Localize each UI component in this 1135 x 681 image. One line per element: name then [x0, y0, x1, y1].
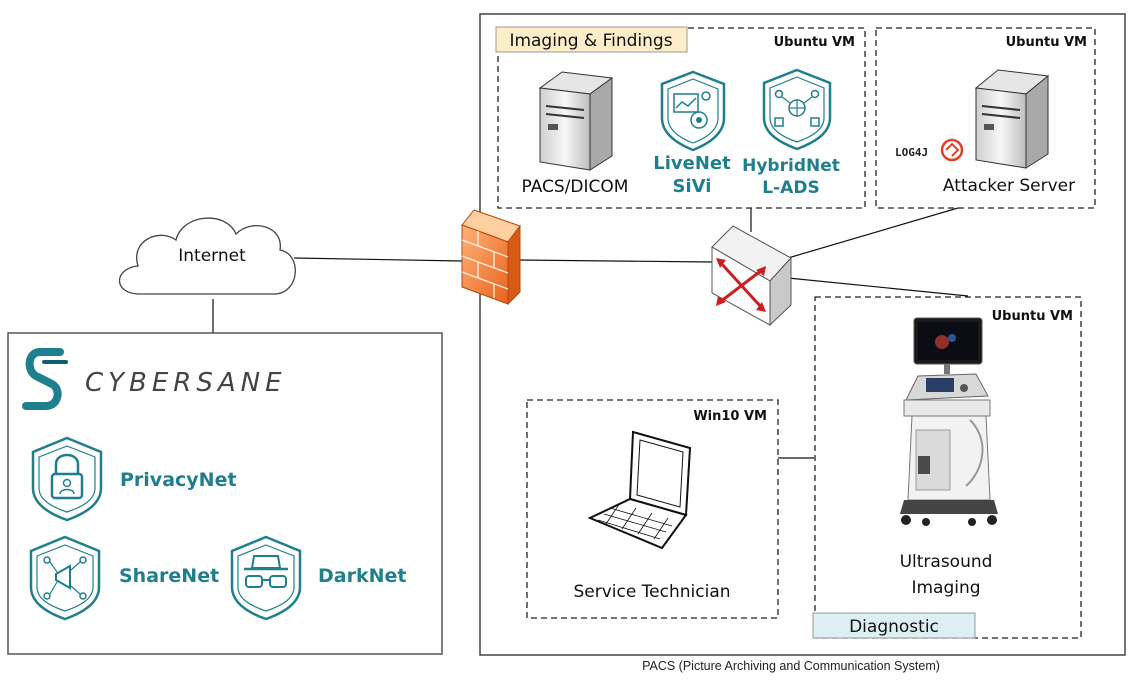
cybersane-logo-icon	[22, 348, 68, 410]
diagnostic-title-box	[812, 612, 976, 639]
log4j-logo-icon	[940, 138, 964, 162]
sharenet-label: ShareNet	[119, 565, 219, 587]
attacker-server-label: Attacker Server	[943, 176, 1075, 196]
lads-label: L-ADS	[762, 178, 819, 198]
diagnostic-title: Diagnostic	[849, 617, 939, 637]
cybersane-panel: CYBERSANE PrivacyNet ShareNet	[7, 332, 443, 655]
caption: PACS (Picture Archiving and Communicatio…	[642, 659, 940, 673]
attacker-server-icon	[974, 69, 1050, 169]
attacker-vm: Ubuntu VM LOG4J Attacker Server	[875, 27, 1096, 209]
pacs-server-icon	[538, 71, 614, 171]
lab-boundary	[479, 13, 1126, 656]
imaging-findings-title: Imaging & Findings	[509, 31, 672, 51]
pacs-label: PACS/DICOM	[522, 177, 629, 197]
attacker-vm-label: Ubuntu VM	[1006, 35, 1087, 50]
internet-label: Internet	[178, 246, 246, 266]
cybersane-logo-text: CYBERSANE	[85, 368, 287, 398]
privacynet-label: PrivacyNet	[120, 469, 237, 491]
network-switch-icon	[711, 225, 792, 327]
hybridnet-shield-icon	[762, 68, 832, 151]
firewall-icon	[461, 209, 521, 306]
imaging-label: Imaging	[911, 578, 980, 598]
log4j-logo-text: LOG4J	[895, 146, 928, 159]
technician-label: Service Technician	[573, 582, 730, 602]
imaging-vm-label: Ubuntu VM	[774, 35, 855, 50]
ultrasound-label: Ultrasound	[900, 552, 993, 572]
internet-cloud: Internet	[119, 217, 296, 295]
imaging-findings-title-box	[495, 26, 688, 53]
darknet-label: DarkNet	[318, 565, 406, 587]
sivi-label: SiVi	[673, 176, 712, 197]
hybridnet-label: HybridNet	[742, 156, 840, 176]
diagnostic-vm-label: Ubuntu VM	[992, 309, 1073, 324]
imaging-findings-vm: Imaging & Findings Ubuntu VM PACS/DICOM …	[495, 26, 866, 209]
technician-vm-label: Win10 VM	[693, 409, 767, 424]
diagnostic-vm: Ubuntu VM Ultrasound Imagin	[812, 296, 1082, 639]
darknet-shield-icon	[230, 535, 302, 621]
livenet-shield-icon	[660, 70, 726, 152]
connections	[212, 207, 969, 459]
ultrasound-machine-icon	[900, 317, 998, 526]
privacynet-shield-icon	[31, 436, 103, 522]
sharenet-shield-icon	[29, 535, 101, 621]
livenet-label: LiveNet	[653, 153, 731, 174]
laptop-icon	[587, 430, 692, 550]
technician-vm: Win10 VM Service Technician	[526, 399, 779, 619]
